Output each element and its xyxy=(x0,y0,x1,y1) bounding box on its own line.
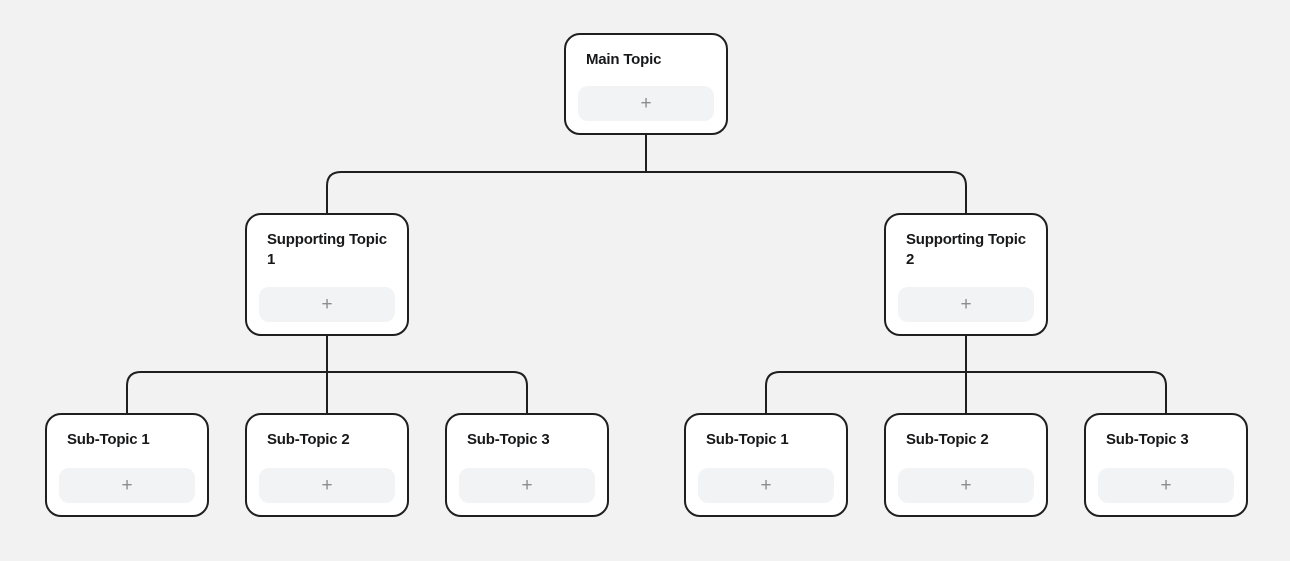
add-child-button[interactable]: + xyxy=(698,468,834,503)
add-child-button[interactable]: + xyxy=(259,287,395,322)
node-title: Supporting Topic 2 xyxy=(906,231,1026,268)
node-title: Sub-Topic 1 xyxy=(67,431,150,448)
plus-icon: + xyxy=(960,294,972,315)
node-sub-topic-2-left[interactable]: Sub-Topic 2 + xyxy=(245,413,409,517)
node-title: Sub-Topic 3 xyxy=(1106,431,1189,448)
node-sub-topic-1-right[interactable]: Sub-Topic 1 + xyxy=(684,413,848,517)
node-title: Sub-Topic 2 xyxy=(906,431,989,448)
plus-icon: + xyxy=(321,475,333,496)
plus-icon: + xyxy=(640,93,652,114)
add-child-button[interactable]: + xyxy=(898,287,1034,322)
node-sub-topic-3-left[interactable]: Sub-Topic 3 + xyxy=(445,413,609,517)
plus-icon: + xyxy=(760,475,772,496)
node-title: Supporting Topic 1 xyxy=(267,231,387,268)
add-child-button[interactable]: + xyxy=(898,468,1034,503)
plus-icon: + xyxy=(521,475,533,496)
connector-supporting-2-branch xyxy=(765,371,1167,414)
add-child-button[interactable]: + xyxy=(578,86,714,121)
plus-icon: + xyxy=(321,294,333,315)
node-sub-topic-1-left[interactable]: Sub-Topic 1 + xyxy=(45,413,209,517)
add-child-button[interactable]: + xyxy=(59,468,195,503)
connector-supporting-1-branch xyxy=(126,371,528,414)
connector-main-branch xyxy=(326,171,967,214)
node-sub-topic-3-right[interactable]: Sub-Topic 3 + xyxy=(1084,413,1248,517)
add-child-button[interactable]: + xyxy=(259,468,395,503)
plus-icon: + xyxy=(121,475,133,496)
node-title: Sub-Topic 2 xyxy=(267,431,350,448)
node-supporting-topic-2[interactable]: Supporting Topic 2 + xyxy=(884,213,1048,336)
plus-icon: + xyxy=(1160,475,1172,496)
node-supporting-topic-1[interactable]: Supporting Topic 1 + xyxy=(245,213,409,336)
node-main-topic[interactable]: Main Topic + xyxy=(564,33,728,135)
add-child-button[interactable]: + xyxy=(1098,468,1234,503)
node-sub-topic-2-right[interactable]: Sub-Topic 2 + xyxy=(884,413,1048,517)
plus-icon: + xyxy=(960,475,972,496)
add-child-button[interactable]: + xyxy=(459,468,595,503)
node-title: Main Topic xyxy=(586,51,662,68)
node-title: Sub-Topic 3 xyxy=(467,431,550,448)
node-title: Sub-Topic 1 xyxy=(706,431,789,448)
